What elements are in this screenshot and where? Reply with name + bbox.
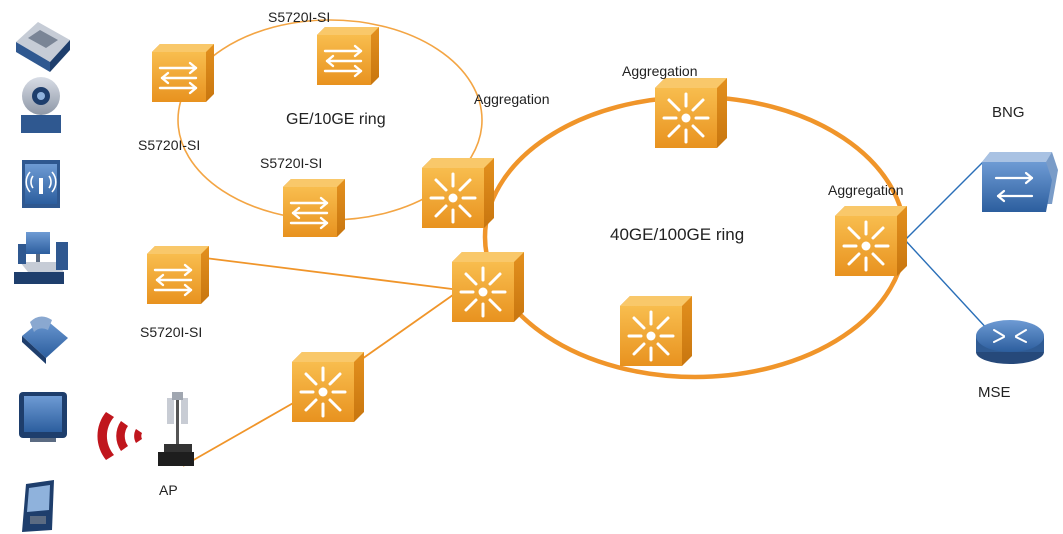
label-agg-left: Aggregation xyxy=(474,91,550,107)
access-switch-mid xyxy=(281,177,347,239)
label-mse: MSE xyxy=(978,384,1011,401)
label-agg-right: Aggregation xyxy=(828,182,904,198)
access-point-icon xyxy=(158,392,194,466)
link-agg-to-bng xyxy=(904,159,986,241)
desktop-pc-icon xyxy=(14,232,68,284)
agg-switch-ap-uplink xyxy=(290,350,366,424)
access-switch-left-top xyxy=(150,42,216,104)
link-bottom-agg-to-ap xyxy=(182,401,296,467)
label-s5720-top: S5720I-SI xyxy=(268,9,330,25)
link-left-switch-to-agg xyxy=(204,257,461,291)
link-agg-to-mse xyxy=(904,239,991,333)
mse-router-icon xyxy=(976,320,1044,364)
wireless-panel-icon xyxy=(22,160,60,208)
ip-phone-icon xyxy=(22,316,68,364)
agg-switch-bottom xyxy=(618,294,694,368)
wifi-signal-icon xyxy=(97,412,142,460)
agg-switch-left xyxy=(420,156,496,230)
label-small-ring: GE/10GE ring xyxy=(286,111,386,128)
agg-switch-bottom-left xyxy=(450,250,526,324)
pda-icon xyxy=(22,480,54,532)
label-s5720-mid: S5720I-SI xyxy=(260,155,322,171)
ip-camera-icon xyxy=(21,77,61,133)
access-switch-standalone xyxy=(145,244,211,306)
label-agg-top: Aggregation xyxy=(622,63,698,79)
tv-icon xyxy=(19,392,67,442)
agg-switch-top xyxy=(653,76,729,150)
label-bng: BNG xyxy=(992,104,1025,121)
agg-switch-right xyxy=(833,204,909,278)
printer-icon xyxy=(16,22,70,72)
bng-router-icon xyxy=(982,152,1058,212)
label-s5720-bottom: S5720I-SI xyxy=(140,324,202,340)
access-switch-top xyxy=(315,25,381,87)
label-big-ring: 40GE/100GE ring xyxy=(610,225,744,244)
label-ap: AP xyxy=(159,482,178,498)
label-s5720-left: S5720I-SI xyxy=(138,137,200,153)
link-agg-to-bottom-agg xyxy=(351,289,461,367)
